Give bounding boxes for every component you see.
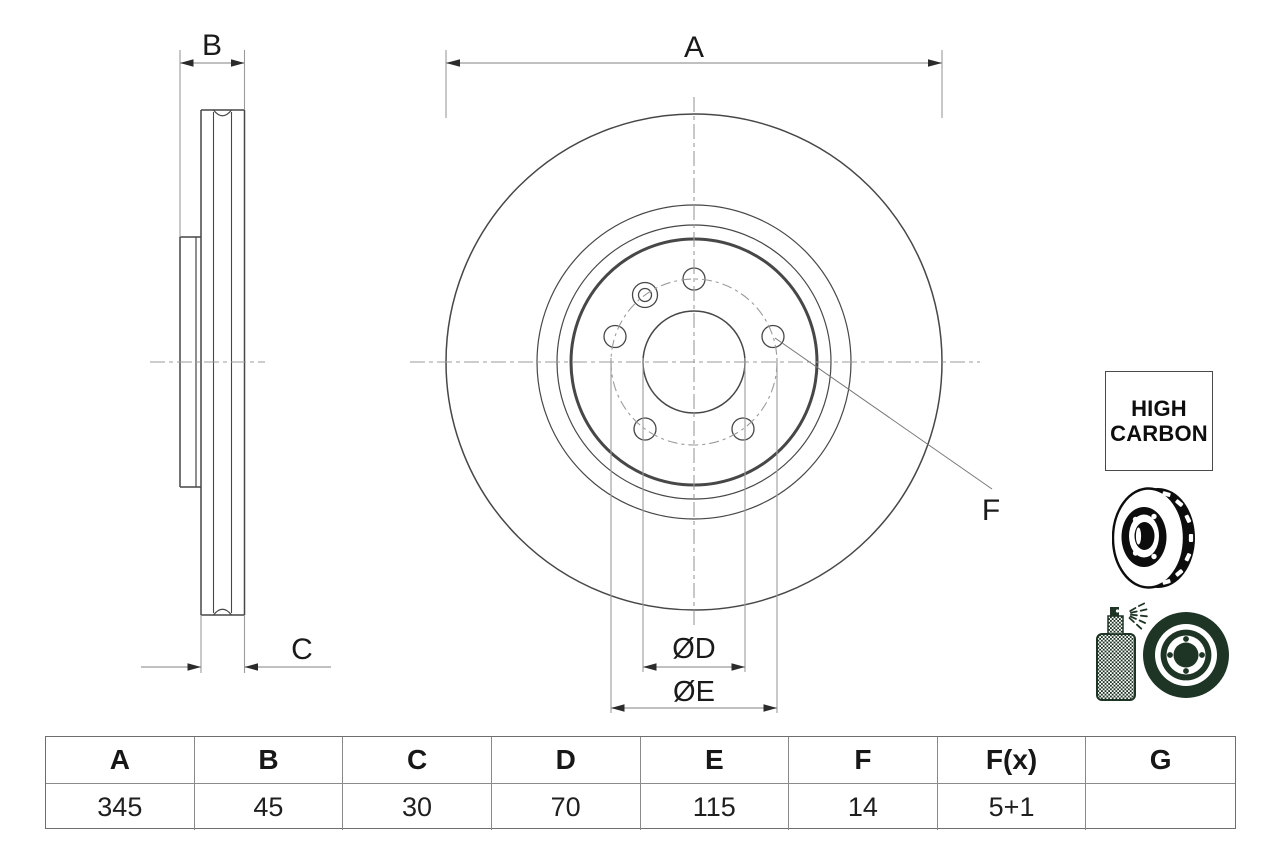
dimension-b: B [179,29,246,237]
dimension-spec-table: A B C D E F F(x) G 345 45 30 70 115 14 5… [45,736,1236,830]
dim-label-d: ØD [672,633,716,665]
spray-can [1096,607,1136,701]
locating-pin-hole [631,281,659,309]
hub-bolt-holes [1132,513,1157,560]
spec-value-cell: 70 [492,784,641,830]
dim-label-a: A [684,31,704,64]
dimension-c: C [141,615,331,673]
spec-value-cell: 345 [46,784,195,830]
vented-brake-disc-icon [1112,487,1195,589]
spec-value-cell: 115 [641,784,790,830]
spec-value-cell: 5+1 [938,784,1087,830]
spec-header-cell: A [46,737,195,784]
spec-header-cell: G [1086,737,1235,784]
centerlines [150,97,980,628]
spec-value-cell [1086,784,1235,830]
spray-mist [1128,602,1148,630]
spec-value-cell: 30 [343,784,492,830]
spec-header-cell: D [491,737,641,784]
dimension-e: ØE [610,358,778,713]
coated-disc [1143,612,1229,698]
spec-value-cell: 14 [789,784,938,830]
high-carbon-line1: HIGH [1131,396,1187,421]
spec-header-cell: C [343,737,492,784]
spec-header-cell: F(x) [937,737,1087,784]
bolt-holes [603,267,785,441]
dim-label-f: F [982,494,1000,527]
spec-header-cell: F [789,737,938,784]
spec-value-cell: 45 [195,784,344,830]
spec-header-cell: B [194,737,344,784]
dim-label-e: ØE [673,676,715,708]
high-carbon-line2: CARBON [1110,421,1208,446]
spec-header-cell: E [640,737,790,784]
spray-coated-disc-icon [1096,602,1229,701]
dimension-a: A [445,31,943,118]
dim-label-b: B [202,29,222,62]
dim-label-c: C [291,633,313,666]
dimension-d: ØD [642,358,746,672]
vent-slots [1162,491,1194,585]
dimension-f-leader: F [774,337,1000,527]
high-carbon-badge: HIGH CARBON [1105,371,1213,471]
